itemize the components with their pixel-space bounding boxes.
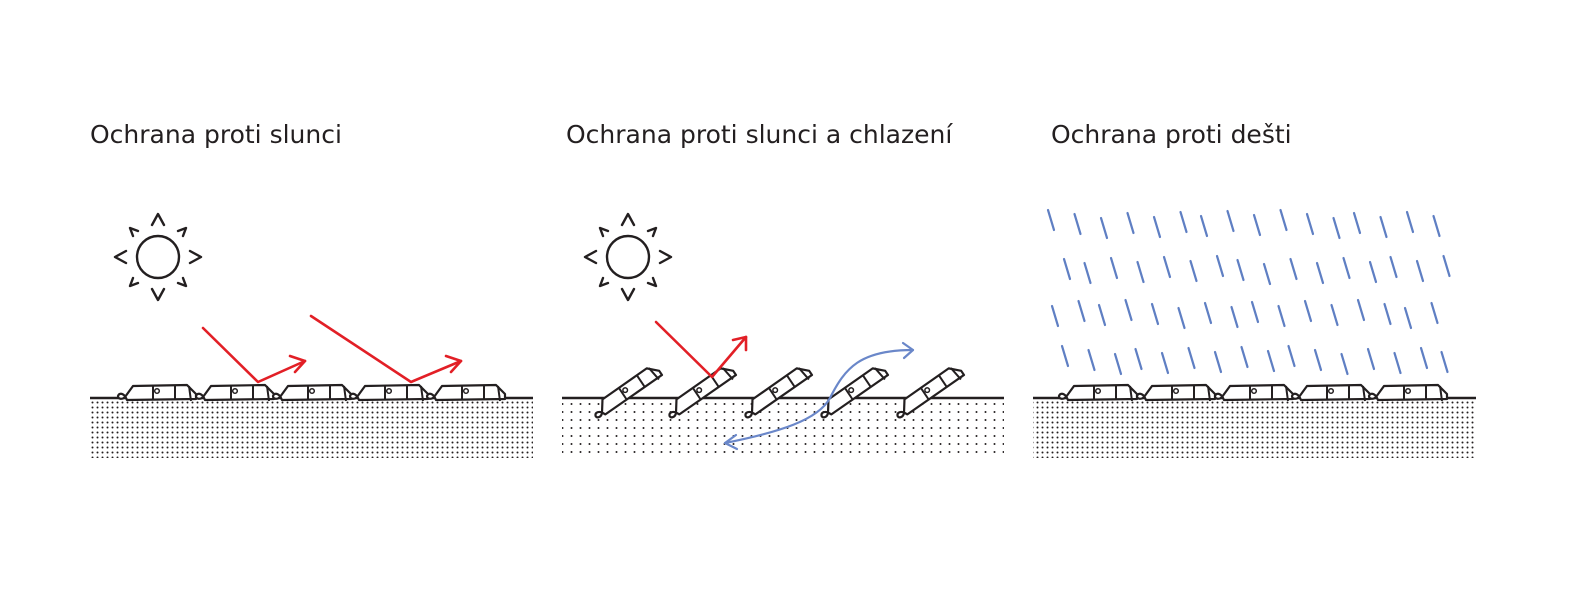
rain-streak: [1303, 299, 1313, 323]
rain-streak: [1152, 215, 1162, 239]
airflow-arrow: [723, 341, 915, 451]
rain-streak: [1179, 210, 1188, 234]
rain-streak: [1262, 262, 1272, 286]
panel-title-sun-and-cooling: Ochrana proti slunci a chlazení: [566, 120, 953, 149]
panel-1-ground: [90, 396, 533, 458]
rain-streak: [1240, 345, 1249, 369]
rain-streak: [1405, 210, 1415, 234]
rain-streak: [1113, 352, 1123, 376]
sun-icon: [113, 212, 203, 302]
rain-streak: [1368, 260, 1378, 284]
rain-icon: [1046, 208, 1451, 376]
rain-streak: [1415, 259, 1425, 283]
rain-streak: [1126, 211, 1135, 235]
rain-streak: [1236, 258, 1245, 282]
rain-streak: [1313, 348, 1323, 372]
rain-streak: [1062, 257, 1072, 281]
rain-streak: [1330, 303, 1339, 327]
rain-streak: [1150, 302, 1160, 326]
rain-streak: [1383, 302, 1392, 326]
rain-streak: [1250, 300, 1260, 324]
rain-streak: [1440, 350, 1449, 374]
rain-streak: [1199, 214, 1209, 238]
rain-streak: [1352, 211, 1362, 235]
rain-streak: [1226, 209, 1235, 233]
rain-streak: [1432, 214, 1441, 238]
sun-icon: [583, 212, 673, 302]
rain-streak: [1177, 306, 1186, 330]
rain-streak: [1213, 350, 1223, 374]
rain-streak: [1389, 255, 1398, 279]
rain-streak: [1215, 254, 1225, 278]
rain-streak: [1073, 212, 1082, 236]
rain-streak: [1287, 344, 1296, 368]
rain-streak: [1187, 346, 1196, 370]
rain-streak: [1060, 344, 1070, 368]
rain-streak: [1230, 305, 1239, 329]
rain-streak: [1050, 304, 1060, 328]
sun-reflection-arrows: [201, 314, 463, 384]
rain-streak: [1136, 260, 1145, 284]
rain-streak: [1393, 351, 1402, 375]
rain-streak: [1366, 347, 1376, 371]
rain-streak: [1046, 208, 1056, 232]
rain-streak: [1077, 299, 1086, 323]
rain-streak: [1189, 259, 1198, 283]
rain-streak: [1332, 216, 1341, 240]
rain-streak: [1289, 257, 1298, 281]
rain-streak: [1160, 351, 1170, 375]
rain-streak: [1430, 301, 1439, 325]
rain-streak: [1266, 349, 1276, 373]
rain-streak: [1087, 348, 1096, 372]
rain-streak: [1124, 298, 1133, 322]
rain-streak: [1252, 213, 1262, 237]
panel-1-slats: [116, 383, 507, 403]
sun-reflection-arrow: [654, 320, 748, 379]
rain-streak: [1403, 306, 1413, 330]
rain-streak: [1279, 208, 1288, 232]
rain-streak: [1419, 346, 1429, 370]
rain-streak: [1315, 261, 1325, 285]
panel-title-rain-protection: Ochrana proti dešti: [1051, 120, 1292, 149]
rain-streak: [1083, 261, 1092, 285]
rain-streak: [1162, 255, 1172, 279]
panel-3-slats: [1057, 383, 1449, 403]
rain-streak: [1356, 298, 1366, 322]
rain-streak: [1305, 212, 1315, 236]
rain-streak: [1109, 256, 1119, 280]
rain-streak: [1379, 215, 1388, 239]
rain-streak: [1342, 256, 1351, 280]
panel-title-sun-protection: Ochrana proti slunci: [90, 120, 342, 149]
rain-streak: [1099, 216, 1109, 240]
rain-streak: [1340, 352, 1349, 376]
panel-3-ground: [1033, 396, 1476, 458]
rain-streak: [1203, 301, 1213, 325]
rain-streak: [1097, 303, 1107, 327]
rain-streak: [1134, 347, 1143, 371]
rain-streak: [1442, 254, 1451, 278]
rain-streak: [1277, 304, 1286, 328]
